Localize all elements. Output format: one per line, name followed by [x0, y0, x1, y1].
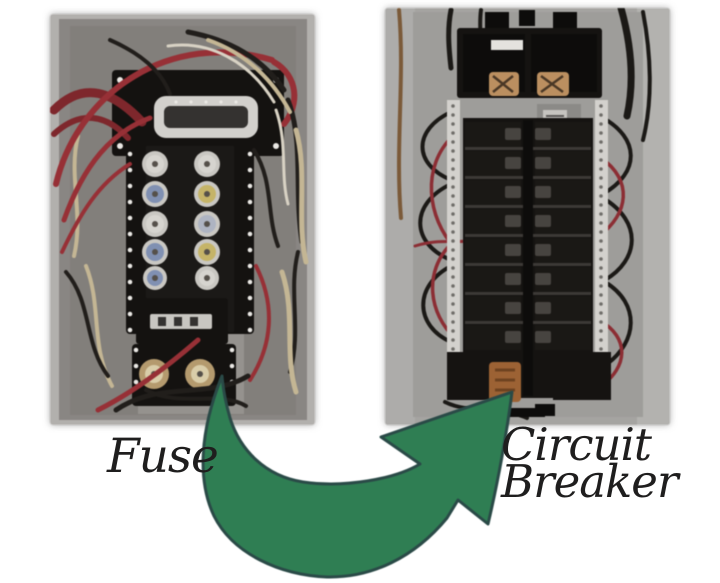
glass-fuses	[142, 151, 220, 290]
fuse-panel-photo	[50, 14, 315, 425]
upgrade-arrow-shape	[201, 374, 514, 579]
breaker-columns	[463, 118, 593, 398]
terminal-screws	[127, 151, 253, 385]
circuit-breaker-label-line1: Circuit	[501, 418, 652, 471]
circuit-breaker-label: Circuit Breaker	[501, 422, 678, 504]
cartridge-pullout	[136, 298, 228, 344]
bottom-breaker-blocks	[447, 352, 611, 417]
circuit-breaker-illustration	[385, 8, 670, 425]
fuse-panel-illustration	[50, 14, 315, 425]
wires-foreground	[50, 29, 309, 413]
circuit-breaker-panel-photo	[385, 8, 670, 425]
circuit-breaker-label-line2: Breaker	[501, 455, 678, 508]
main-breaker	[457, 10, 602, 98]
neutral-bus-bars	[447, 100, 608, 368]
breaker-toggles	[505, 128, 551, 343]
fuse-label: Fuse	[107, 429, 219, 484]
